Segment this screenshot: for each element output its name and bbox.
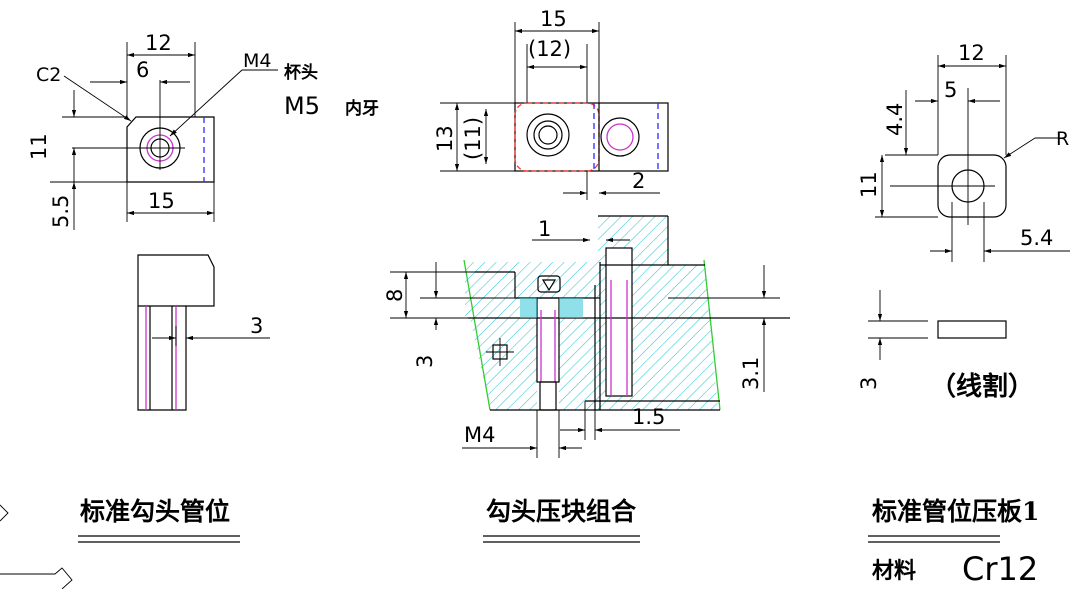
title-standard-plate: 标准管位压板1 bbox=[872, 497, 1039, 526]
dim-11-paren: (11) bbox=[461, 117, 485, 160]
left-view: 12 6 C2 M4 杯头 M5 内牙 11 5.5 15 bbox=[27, 31, 379, 543]
dim-5-right: 5 bbox=[944, 78, 957, 102]
material-label: 材料 bbox=[872, 558, 916, 584]
break-line-left bbox=[463, 259, 491, 411]
dim-5-4: 5.4 bbox=[1020, 226, 1053, 250]
dim-13: 13 bbox=[433, 125, 457, 152]
dim-3-center: 3 bbox=[413, 355, 437, 368]
edge-arrows bbox=[0, 504, 73, 589]
title-standard-hook: 标准勾头管位 bbox=[80, 497, 230, 526]
dim-5-5: 5.5 bbox=[49, 195, 73, 228]
dim-m4: M4 bbox=[243, 50, 271, 72]
note-cup-head: 杯头 bbox=[284, 62, 318, 83]
dim-c2: C2 bbox=[36, 64, 61, 86]
dim-12-right: 12 bbox=[958, 41, 985, 65]
dim-11: 11 bbox=[27, 133, 51, 160]
dim-15-center: 15 bbox=[540, 7, 567, 31]
dim-8: 8 bbox=[383, 289, 407, 302]
dim-2: 2 bbox=[632, 169, 645, 193]
dim-m4-center: M4 bbox=[464, 423, 495, 447]
break-line-right bbox=[703, 259, 721, 411]
dim-15: 15 bbox=[148, 189, 175, 213]
dim-3-right: 3 bbox=[857, 377, 881, 390]
plate-side-view bbox=[937, 320, 1007, 339]
note-inner-thread: 内牙 bbox=[345, 98, 379, 119]
hook-top-outline bbox=[126, 116, 215, 183]
title-hook-clamp-assembly: 勾头压块组合 bbox=[486, 497, 637, 526]
center-view: 15 (12) 13 (11) 2 bbox=[383, 7, 790, 543]
clamp-top-outline bbox=[514, 102, 669, 172]
dim-r: R bbox=[1056, 128, 1069, 150]
dim-12-paren: (12) bbox=[528, 37, 571, 61]
dim-3-1: 3.1 bbox=[739, 357, 763, 390]
dim-1-5: 1.5 bbox=[632, 405, 665, 429]
right-view: 12 5 4.4 R 11 5.4 3 （线割） 标准管位压板1 bbox=[857, 41, 1070, 588]
dim-6: 6 bbox=[136, 58, 149, 82]
dim-11-right: 11 bbox=[857, 171, 881, 198]
material-value: Cr12 bbox=[962, 550, 1038, 588]
note-m5: M5 bbox=[284, 92, 320, 120]
dim-12: 12 bbox=[145, 31, 172, 55]
note-wire-cut: （线割） bbox=[930, 371, 1034, 402]
dim-4-4: 4.4 bbox=[883, 103, 907, 136]
dim-3: 3 bbox=[250, 314, 263, 338]
dim-1: 1 bbox=[538, 217, 551, 241]
